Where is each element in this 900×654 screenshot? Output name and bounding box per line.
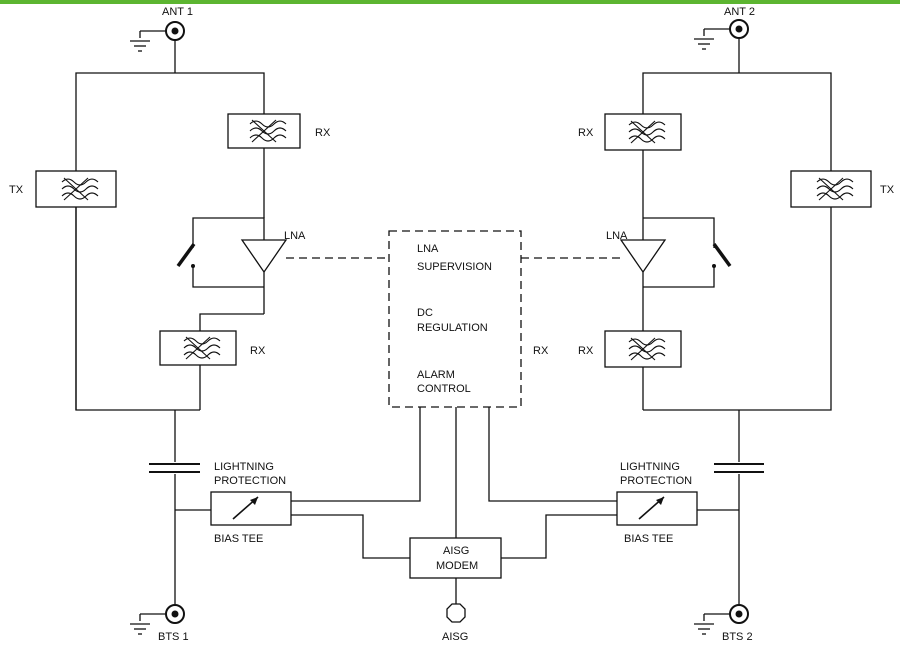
bias-right-to-modem [501, 514, 617, 559]
lna-left-amplifier-icon [240, 239, 288, 274]
right-chain: ANT 2 RX TX LNA RX LIGHTNING [578, 6, 895, 643]
lp-right-label-2: PROTECTION [620, 475, 692, 487]
supervision-box [388, 230, 522, 408]
ground-icon [129, 623, 151, 635]
center-control: LNA SUPERVISION DC REGULATION ALARM CONT… [286, 230, 621, 643]
lna-left-label: LNA [284, 230, 306, 242]
bias-tee-right [616, 491, 698, 526]
ground-icon [693, 38, 715, 50]
ant2-connector-icon [693, 19, 749, 50]
dc-label-2: REGULATION [417, 322, 488, 334]
aisg-connector-icon [446, 603, 466, 623]
bias-tee-right-label: BIAS TEE [624, 533, 673, 545]
lp-left-label-1: LIGHTNING [214, 461, 274, 473]
bts1-label: BTS 1 [158, 631, 189, 643]
rx-right-lower-label: RX [578, 345, 594, 357]
rx-center-label: RX [533, 345, 549, 357]
lp-right-label-1: LIGHTNING [620, 461, 680, 473]
aisg-label: AISG [442, 631, 468, 643]
supervision-label-2: SUPERVISION [417, 261, 492, 273]
rx-left-upper-label: RX [315, 127, 331, 139]
ant1-connector-icon [129, 21, 185, 52]
bias-tee-left-label: BIAS TEE [214, 533, 263, 545]
lna-right-label: LNA [606, 230, 628, 242]
bypass-switch-left-icon [176, 242, 196, 268]
bias-left-to-modem [291, 514, 410, 559]
alarm-label-1: ALARM [417, 369, 455, 381]
control-to-bias-left [291, 407, 421, 502]
accent-bar [0, 0, 900, 4]
control-to-bias-right [488, 407, 617, 502]
lp-left-label-2: PROTECTION [214, 475, 286, 487]
bias-tee-left [210, 491, 292, 526]
left-chain: ANT 1 RX TX LNA RX [9, 6, 331, 643]
ground-icon [693, 623, 715, 635]
ground-icon [129, 40, 151, 52]
bypass-switch-right-icon [712, 242, 732, 268]
lna-right-amplifier-icon [619, 239, 667, 274]
rx-left-lower-label: RX [250, 345, 266, 357]
modem-label-2: MODEM [436, 560, 478, 572]
aisg-modem-box [409, 537, 502, 579]
rx-right-upper-label: RX [578, 127, 594, 139]
supervision-label-1: LNA [417, 243, 439, 255]
tx-right-label: TX [880, 184, 895, 196]
bts2-label: BTS 2 [722, 631, 753, 643]
ant1-label: ANT 1 [162, 6, 193, 18]
bts2-connector-icon [693, 604, 749, 635]
bts1-connector-icon [129, 604, 185, 635]
dc-label-1: DC [417, 307, 433, 319]
modem-label-1: AISG [443, 545, 469, 557]
alarm-label-2: CONTROL [417, 383, 471, 395]
tx-left-label: TX [9, 184, 24, 196]
ant2-label: ANT 2 [724, 6, 755, 18]
